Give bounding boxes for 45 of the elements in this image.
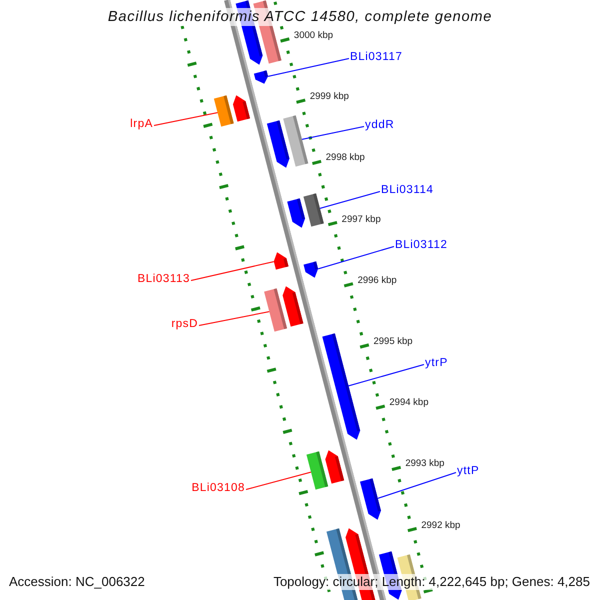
gene-feature <box>303 193 324 227</box>
leader-line <box>301 126 364 140</box>
leader-line <box>268 58 350 77</box>
gene-label: BLi03112 <box>395 239 448 252</box>
scale-label: 2994 kbp <box>389 397 428 408</box>
gene-feature <box>360 478 381 520</box>
gene-feature <box>304 261 318 278</box>
leader-line <box>198 311 270 326</box>
scale-label: 3000 kbp <box>294 30 334 41</box>
leader-line <box>190 261 274 281</box>
leader-line <box>319 191 380 209</box>
scale-label: 2996 kbp <box>358 274 397 286</box>
gene-feature <box>325 450 344 484</box>
leader-line <box>318 246 394 270</box>
gene-feature <box>274 252 288 270</box>
scale-label: 2997 kbp <box>342 214 381 225</box>
summary-text: Topology: circular; Length: 4,222,645 bp; Genes: 4,285 <box>273 574 590 590</box>
gene-feature <box>264 288 288 332</box>
gene-label: rpsD <box>171 318 198 331</box>
gene-label: BLi03108 <box>192 482 245 495</box>
gene-label: BLi03117 <box>350 51 403 64</box>
gene-feature <box>287 198 306 228</box>
gene-label: BLi03113 <box>137 273 190 286</box>
scale-label: 2995 kbp <box>373 336 413 347</box>
leader-line <box>377 472 456 499</box>
gene-label: ytrP <box>425 357 448 370</box>
gene-feature <box>266 120 290 168</box>
leader-line <box>246 472 312 490</box>
scale-label: 2998 kbp <box>326 152 365 164</box>
gene-label: yttP <box>457 465 480 478</box>
gene-feature <box>254 70 268 84</box>
leader-line <box>154 112 218 126</box>
gene-label: lrpA <box>130 118 153 131</box>
gene-label: BLi03114 <box>381 184 434 197</box>
gene-label: yddR <box>365 119 394 132</box>
gene-feature <box>306 451 328 490</box>
scale-label: 2992 kbp <box>421 520 460 531</box>
gene-feature <box>282 286 304 327</box>
scale-label: 2999 kbp <box>310 91 349 102</box>
scale-label: 2993 kbp <box>405 458 444 470</box>
gene-feature <box>232 95 250 122</box>
gene-feature <box>214 95 234 127</box>
leader-line <box>348 364 424 386</box>
gene-feature <box>322 333 360 440</box>
accession-text: Accession: NC_006322 <box>9 574 145 590</box>
